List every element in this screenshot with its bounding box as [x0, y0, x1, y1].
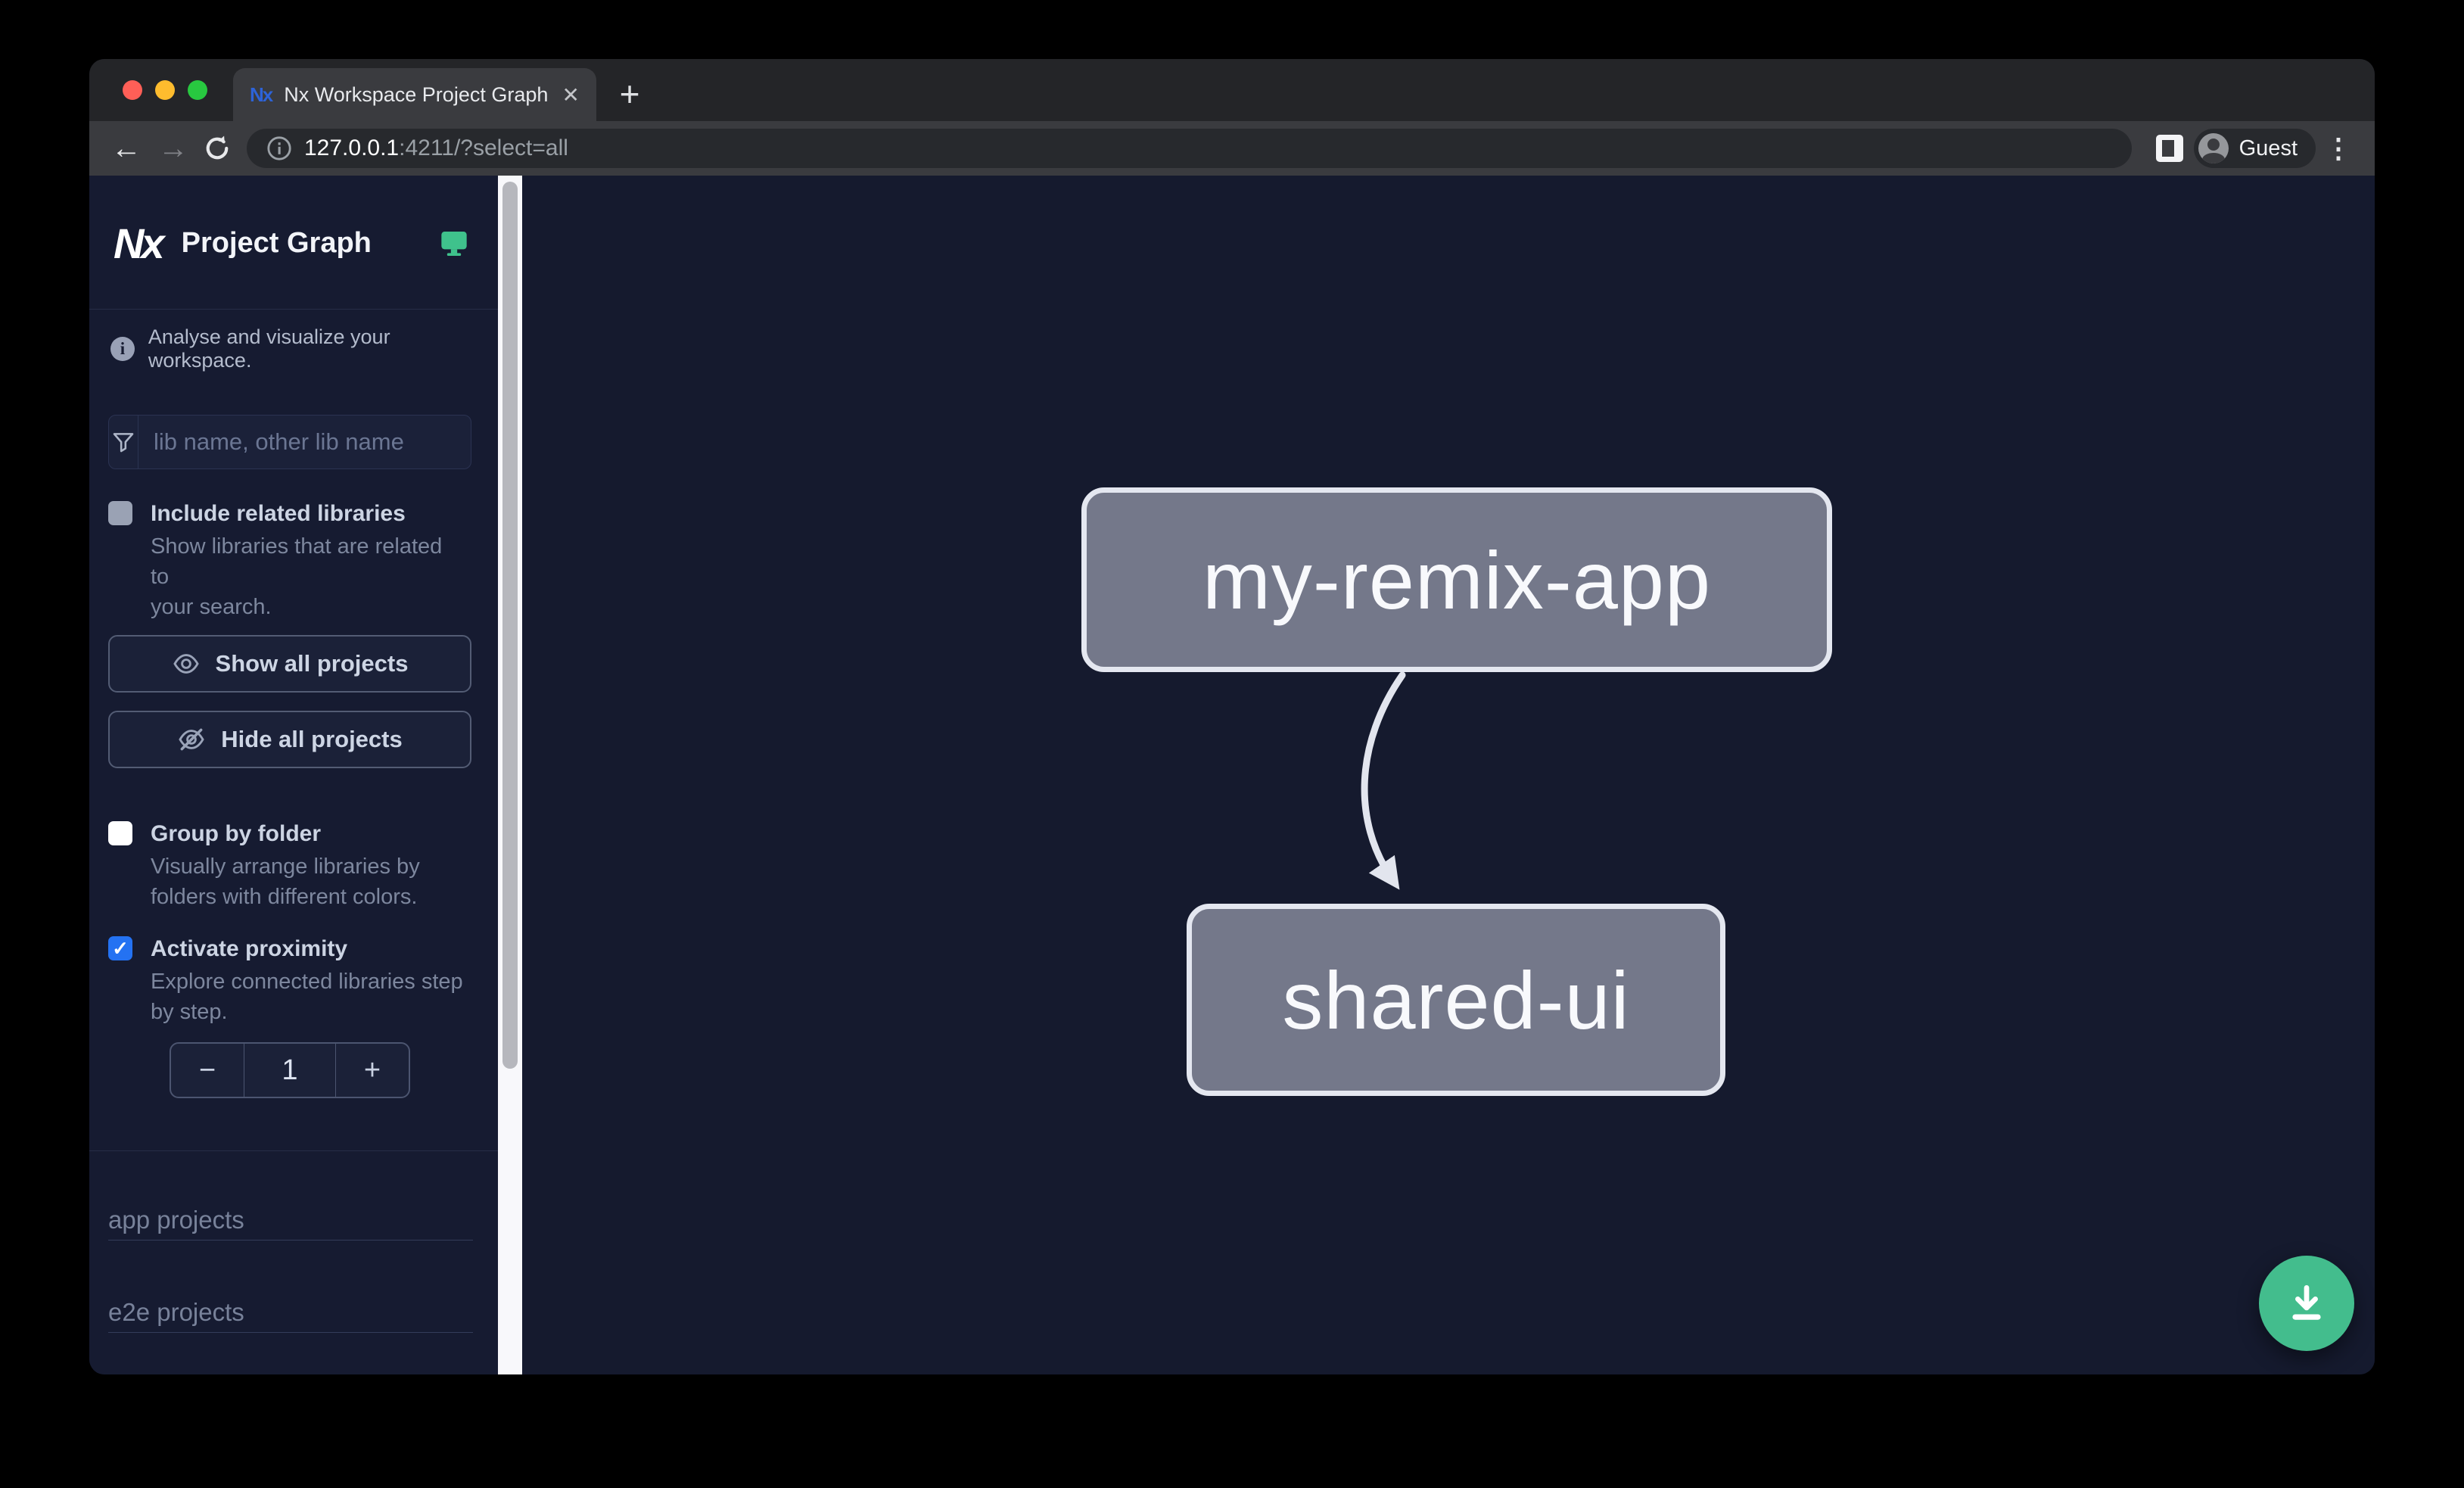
include-related-description: Show libraries that are related to your … — [151, 534, 443, 619]
browser-toolbar: ← → 127.0.0.1:4211/?select=all Guest ⋮ — [89, 121, 2375, 176]
activate-proximity-checkbox[interactable]: ✓ — [108, 936, 132, 960]
filter-icon-box — [109, 416, 138, 469]
hide-all-projects-button[interactable]: Hide all projects — [108, 711, 471, 768]
include-related-checkbox[interactable] — [108, 501, 132, 525]
include-related-option: Include related libraries Show libraries… — [108, 500, 464, 622]
activate-proximity-option: ✓ Activate proximity Explore connected l… — [108, 935, 464, 1027]
close-tab-icon[interactable]: ✕ — [562, 82, 580, 107]
forward-button[interactable]: → — [158, 131, 188, 165]
nx-favicon-icon: Nx — [250, 82, 273, 106]
show-all-label: Show all projects — [215, 650, 409, 677]
url-path: :4211/?select=all — [399, 135, 568, 160]
hide-all-label: Hide all projects — [221, 726, 403, 752]
profile-label: Guest — [2238, 135, 2298, 160]
new-tab-button[interactable]: + — [619, 74, 640, 114]
proximity-stepper: − 1 + — [170, 1042, 410, 1098]
download-icon — [2292, 1284, 2321, 1320]
reload-button[interactable] — [201, 132, 233, 164]
section-e2e-projects[interactable]: e2e projects — [108, 1296, 473, 1333]
decrement-button[interactable]: − — [198, 1054, 216, 1086]
graph-node-shared-ui[interactable]: shared-ui — [1187, 904, 1725, 1096]
graph-node-my-remix-app[interactable]: my-remix-app — [1081, 487, 1832, 672]
back-button[interactable]: ← — [111, 131, 142, 165]
monitor-icon[interactable] — [439, 228, 469, 258]
proximity-value: 1 — [244, 1044, 336, 1097]
fullscreen-window-button[interactable] — [188, 80, 207, 100]
nx-logo: Nx — [114, 219, 165, 267]
browser-tab[interactable]: Nx Nx Workspace Project Graph ✕ — [233, 68, 596, 121]
scrollbar-thumb[interactable] — [502, 182, 518, 1069]
sidebar-header: Nx Project Graph — [114, 218, 469, 268]
section-app-projects[interactable]: app projects — [108, 1203, 473, 1241]
workspace-tagline-row: i Analyse and visualize your workspace. — [110, 325, 498, 372]
tab-strip: Nx Nx Workspace Project Graph ✕ + — [89, 59, 2375, 121]
side-panel-icon[interactable] — [2155, 135, 2183, 162]
sidebar: Nx Project Graph i Analyse and visualize… — [89, 176, 498, 1374]
tab-title: Nx Workspace Project Graph — [284, 82, 549, 106]
sections-divider — [89, 1150, 498, 1151]
eye-icon — [173, 654, 199, 674]
url-host: 127.0.0.1 — [304, 135, 400, 160]
url-bar[interactable]: 127.0.0.1:4211/?select=all — [247, 129, 2132, 168]
sidebar-scrollbar[interactable] — [498, 176, 522, 1374]
group-by-folder-description: Visually arrange libraries by folders wi… — [151, 855, 420, 909]
browser-menu-icon[interactable]: ⋮ — [2325, 132, 2352, 163]
url-text: 127.0.0.1:4211/?select=all — [304, 135, 568, 161]
page-title: Project Graph — [181, 226, 372, 259]
filter-input[interactable] — [138, 428, 471, 456]
profile-button[interactable]: Guest — [2193, 129, 2316, 168]
filter-field — [108, 415, 471, 469]
download-graph-button[interactable] — [2259, 1256, 2354, 1351]
info-icon: i — [110, 337, 135, 361]
site-info-icon[interactable] — [266, 135, 292, 161]
show-all-projects-button[interactable]: Show all projects — [108, 635, 471, 693]
header-divider — [89, 309, 498, 310]
minimize-window-button[interactable] — [155, 80, 175, 100]
browser-window: Nx Nx Workspace Project Graph ✕ + ← → 12… — [89, 59, 2375, 1374]
filter-funnel-icon — [113, 433, 134, 453]
include-related-label: Include related libraries — [151, 501, 406, 526]
page-content: Nx Project Graph i Analyse and visualize… — [89, 176, 2375, 1374]
group-by-folder-label: Group by folder — [151, 821, 321, 846]
close-window-button[interactable] — [123, 80, 142, 100]
group-by-folder-option: Group by folder Visually arrange librari… — [108, 820, 464, 912]
activate-proximity-label: Activate proximity — [151, 936, 348, 961]
increment-button[interactable]: + — [363, 1054, 381, 1086]
dependency-edge — [1361, 671, 1406, 890]
avatar-icon — [2198, 133, 2229, 163]
group-by-folder-checkbox[interactable] — [108, 821, 132, 845]
traffic-lights — [123, 80, 207, 100]
workspace-tagline: Analyse and visualize your workspace. — [148, 325, 390, 372]
eye-off-icon — [179, 728, 204, 751]
node-label: shared-ui — [1282, 954, 1630, 1046]
project-graph-canvas[interactable]: my-remix-app shared-ui — [522, 176, 2375, 1374]
activate-proximity-description: Explore connected libraries step by step… — [151, 970, 463, 1024]
node-label: my-remix-app — [1202, 534, 1712, 626]
